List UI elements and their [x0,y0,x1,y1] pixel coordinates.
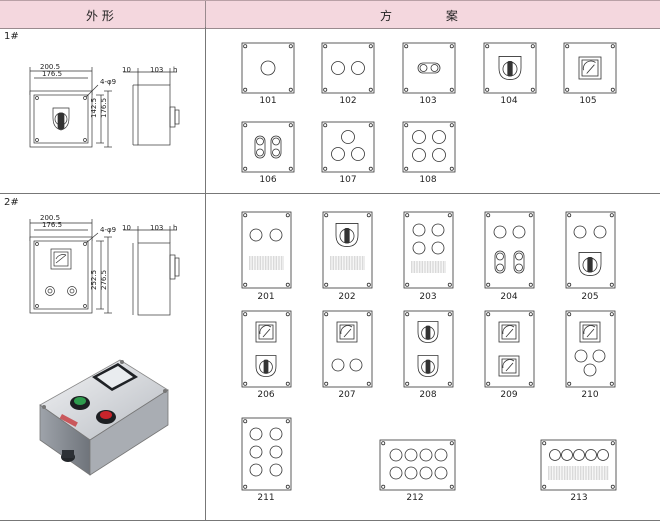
scheme-label-105: 105 [579,96,597,106]
scheme-label-210: 210 [581,390,599,400]
scheme-label-101: 101 [259,96,277,106]
scheme-105 [563,42,617,94]
dim-holes-1: 4-φ9 [100,78,117,86]
scheme-202 [322,211,373,289]
outline-drawing-2 [29,219,180,316]
scheme-label-107: 107 [339,175,357,185]
scheme-label-106: 106 [259,175,277,185]
scheme-103 [402,42,456,94]
scheme-204 [484,211,535,289]
scheme-207 [322,310,373,388]
scheme-104 [483,42,537,94]
header-scheme: 方 案 [380,9,458,23]
scheme-label-108: 108 [419,175,437,185]
scheme-label-203: 203 [419,292,437,302]
scheme-107 [321,121,375,173]
scheme-102 [321,42,375,94]
scheme-label-211: 211 [257,493,275,503]
scheme-210 [565,310,616,388]
dim-holes-2: 4-φ9 [100,226,117,234]
dim-width-inner-1: 176.5 [42,70,63,78]
scheme-label-209: 209 [500,390,518,400]
scheme-label-207: 207 [338,390,356,400]
scheme-label-212: 212 [406,493,424,503]
scheme-208 [403,310,454,388]
scheme-label-208: 208 [419,390,437,400]
scheme-label-204: 204 [500,292,518,302]
scheme-205 [565,211,616,289]
dim-depth-b-1: 103 [150,66,164,74]
scheme-label-213: 213 [570,493,588,503]
scheme-label-202: 202 [338,292,356,302]
scheme-label-103: 103 [419,96,437,106]
scheme-label-102: 102 [339,96,357,106]
scheme-101 [241,42,295,94]
dim-width-outer-1: 200.5 [40,63,61,71]
table-bottom-line [0,520,660,521]
dim-depth-a-2: 10 [122,224,131,232]
dim-depth-c-1: h [173,66,178,74]
scheme-213 [540,439,617,491]
dim-width-outer-2: 200.5 [40,214,61,222]
scheme-label-201: 201 [257,292,275,302]
dim-depth-c-2: h [173,224,178,232]
scheme-label-104: 104 [500,96,518,106]
column-divider [205,27,206,521]
scheme-108 [402,121,456,173]
header-divider [205,1,206,28]
header-appearance: 外 形 [86,9,114,23]
dim-depth-b-2: 103 [150,224,164,232]
scheme-label-206: 206 [257,390,275,400]
product-photo [39,359,169,476]
scheme-206 [241,310,292,388]
scheme-203 [403,211,454,289]
scheme-label-205: 205 [581,292,599,302]
scheme-212 [379,439,456,491]
dim-depth-a-1: 10 [122,66,131,74]
scheme-201 [241,211,292,289]
table-header: 外 形 方 案 [0,0,660,29]
row-number-1: 1# [4,31,19,42]
scheme-106 [241,121,295,173]
outline-drawing-1 [29,67,180,148]
row-divider [0,193,660,194]
dim-width-inner-2: 176.5 [42,221,63,229]
scheme-209 [484,310,535,388]
row-number-2: 2# [4,197,19,208]
scheme-211 [241,417,292,491]
